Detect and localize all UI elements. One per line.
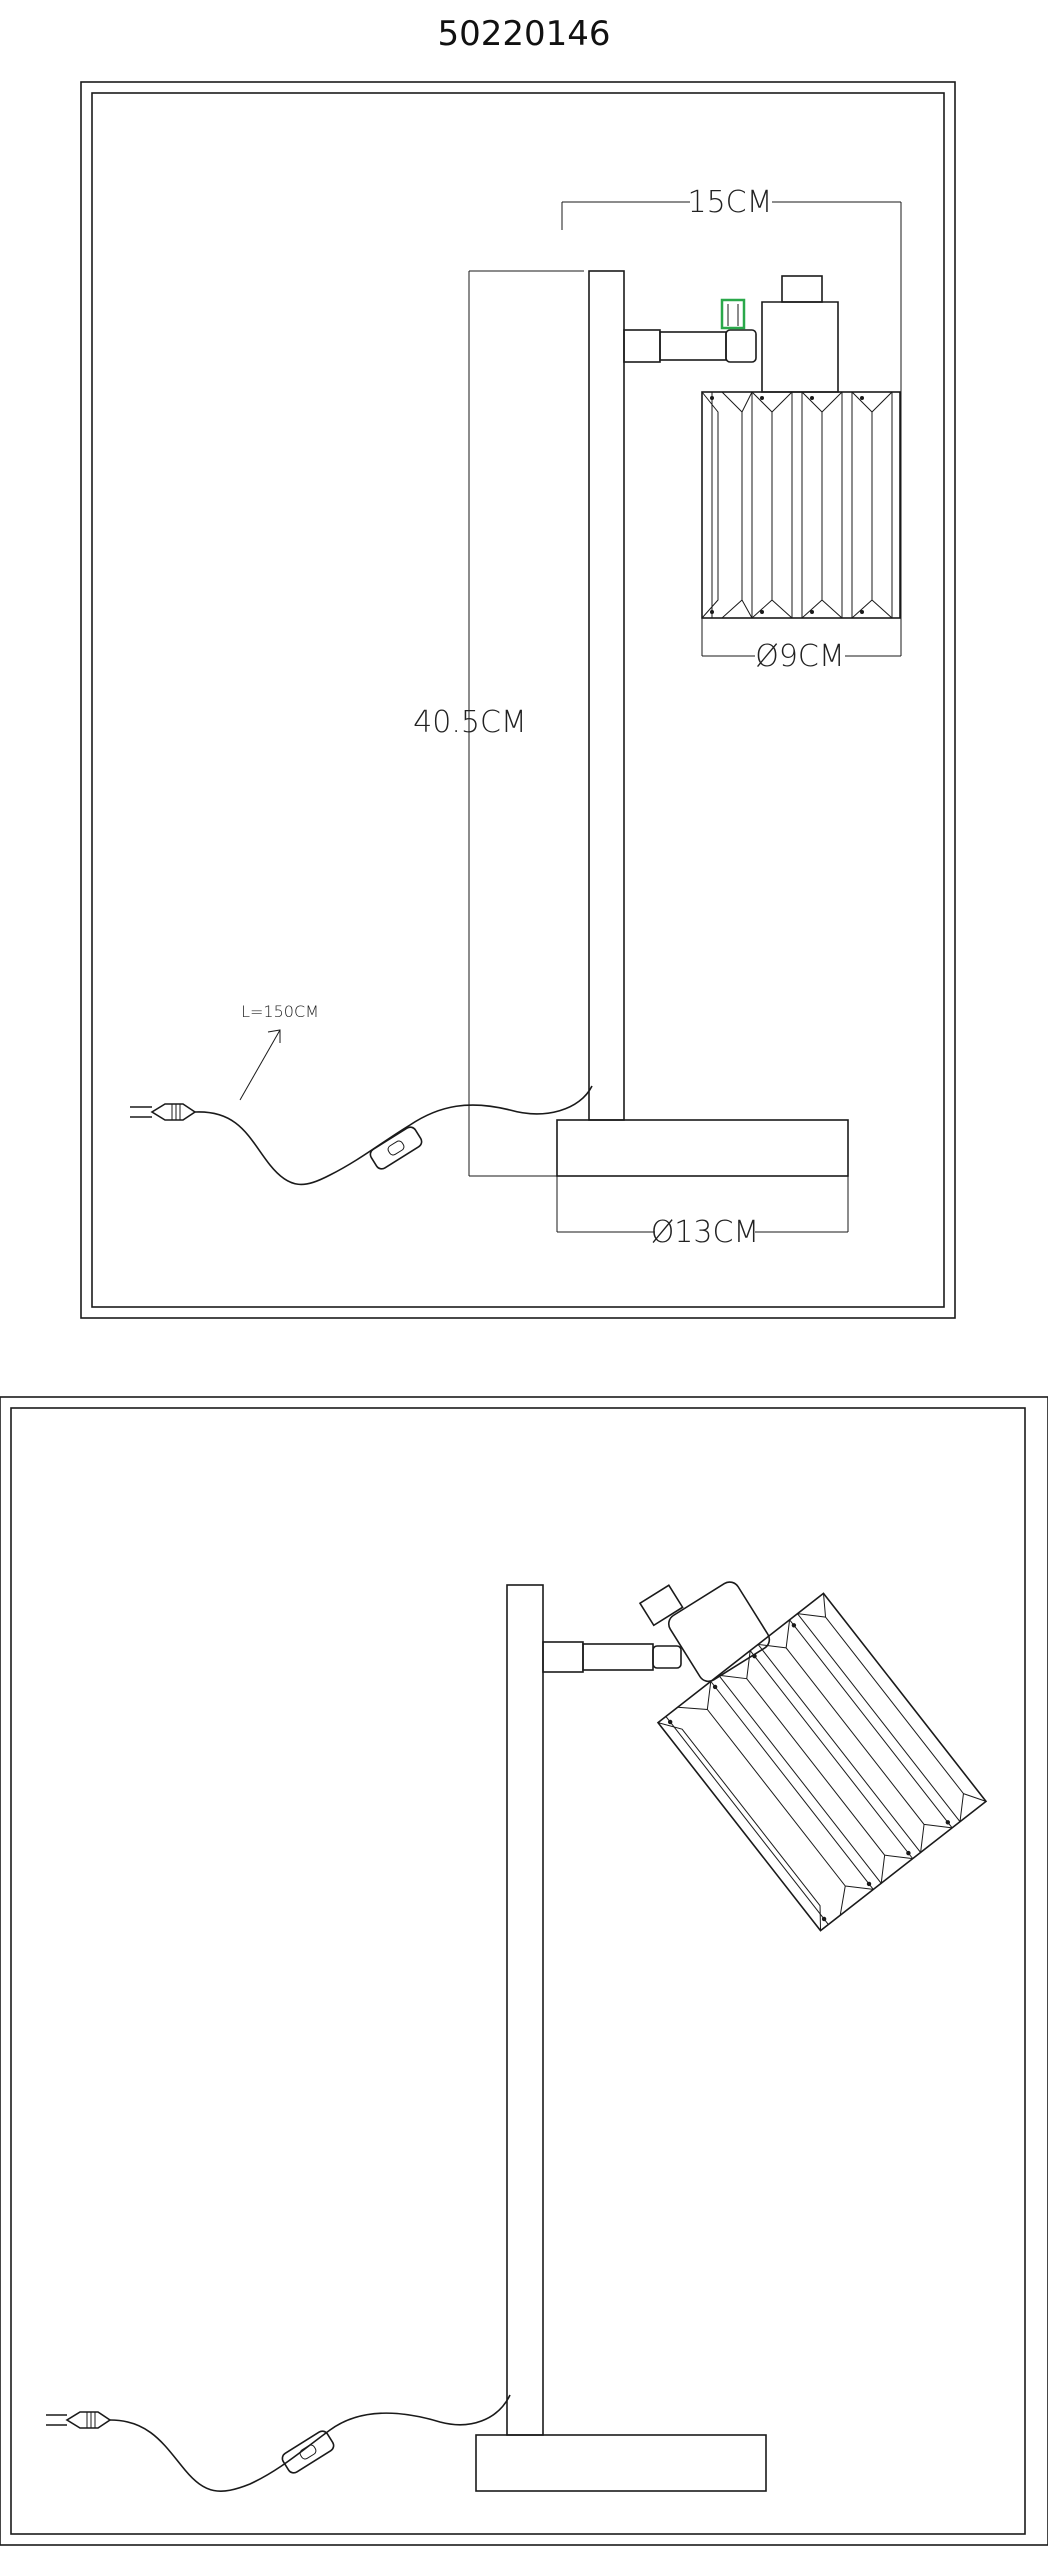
- power-plug-angled: [46, 2411, 112, 2429]
- lamp-pole: [588, 270, 625, 1121]
- prism-pin: [760, 396, 764, 400]
- height-dimension-label: 40.5CM: [413, 705, 527, 740]
- width-dimension-label: 15CM: [687, 185, 772, 220]
- shade-diameter-label: Ø9CM: [755, 639, 845, 674]
- cable-length-arrowhead: [267, 1029, 281, 1043]
- prism-2: [721, 391, 753, 619]
- lamp-base: [556, 1119, 849, 1177]
- lamp-base-angled: [475, 2434, 767, 2492]
- crystal-shade: [701, 391, 901, 619]
- lamp-arm-joint-angled: [652, 1645, 682, 1669]
- top-panel-inner-frame: [91, 92, 945, 1308]
- prism-pin: [760, 610, 764, 614]
- prism-pin: [810, 396, 814, 400]
- prism-4: [801, 391, 843, 619]
- bottom-panel-angled-view: [0, 1396, 1048, 2546]
- power-cord: [194, 1085, 593, 1186]
- inline-switch: [369, 1126, 423, 1170]
- crystal-shade-angled: [656, 1592, 988, 1932]
- lamp-arm-sleeve-angled: [582, 1643, 654, 1671]
- lamp-arm: [623, 329, 661, 363]
- prism-edge: [791, 392, 803, 618]
- prism-3: [751, 391, 793, 619]
- prism-edge: [841, 392, 853, 618]
- top-panel-outer-frame: [80, 81, 956, 1319]
- lamp-arm-angled: [542, 1641, 584, 1673]
- prism-5: [851, 391, 893, 619]
- prism-1: [701, 391, 719, 619]
- lamp-arm-sleeve: [659, 331, 727, 361]
- socket-holder-angled: [638, 1581, 771, 1683]
- bottom-panel-outer-frame: [0, 1396, 1048, 2546]
- prism-pin: [710, 610, 714, 614]
- bottom-panel-inner-frame: [10, 1407, 1026, 2535]
- prism-pin: [860, 610, 864, 614]
- lamp-arm-joint: [725, 329, 757, 363]
- prism-pin: [710, 396, 714, 400]
- drawing-title: 50220146: [437, 14, 611, 54]
- power-plug: [130, 1103, 197, 1121]
- socket-switch: [720, 298, 746, 330]
- base-diameter-label: Ø13CM: [651, 1215, 760, 1250]
- cable-length-arrow: [239, 1029, 281, 1101]
- prism-pin: [810, 610, 814, 614]
- cable-length-label: L=150CM: [241, 1002, 319, 1021]
- socket-holder: [761, 301, 839, 393]
- socket-cap: [781, 275, 823, 303]
- top-panel-front-view: 15CM Ø9CM 40.5CM Ø13CM L=150CM: [80, 81, 956, 1319]
- shade-outline: [701, 391, 901, 619]
- lamp-pole-angled: [506, 1584, 544, 2436]
- inline-switch-angled: [281, 2430, 335, 2474]
- prism-pin: [860, 396, 864, 400]
- power-cord-angled: [109, 2394, 511, 2492]
